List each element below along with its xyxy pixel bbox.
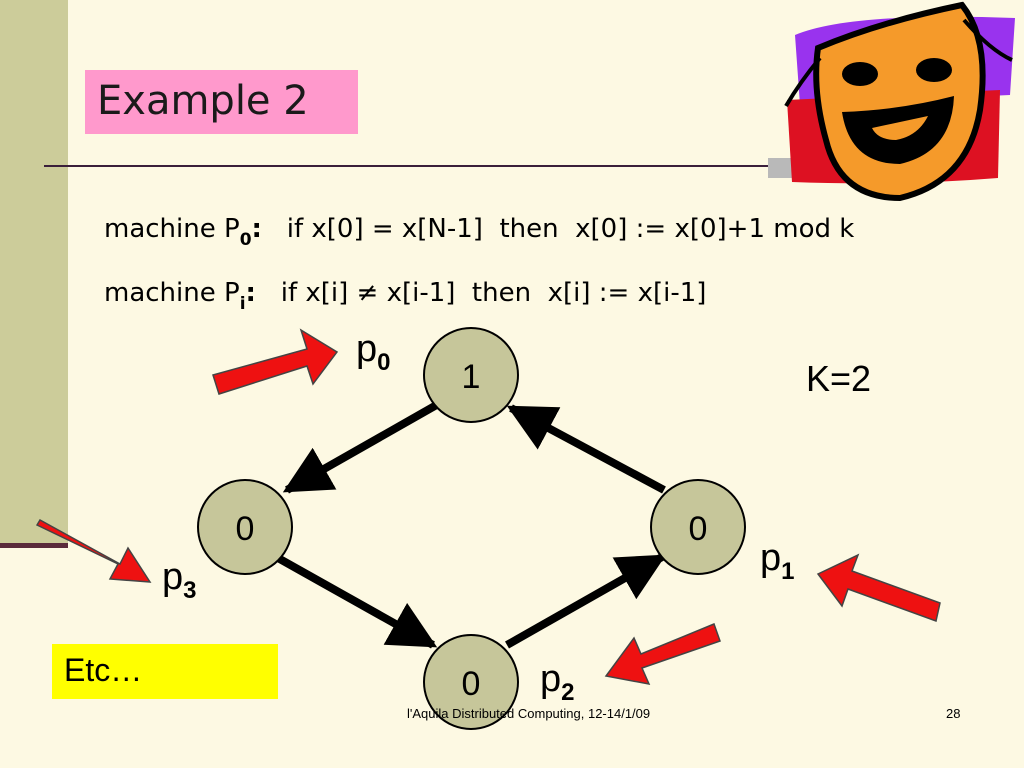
- label-p0: p0: [356, 328, 391, 376]
- etc-label: Etc…: [64, 652, 143, 688]
- title-box: [85, 70, 358, 134]
- code-line-p0-prefix: machine P: [104, 214, 240, 244]
- node-p0: 1: [423, 327, 519, 423]
- page-number: 28: [946, 706, 961, 721]
- label-p0-letter: p: [356, 328, 378, 370]
- red-arrow-p3: [35, 518, 152, 583]
- slide-title: Example 2: [97, 78, 309, 124]
- footer-text: l'Aquila Distributed Computing, 12-14/1/…: [407, 706, 651, 721]
- code-line-pi-rule: if x[i] ≠ x[i-1] then x[i] := x[i-1]: [255, 278, 707, 308]
- label-p1-subscript: 1: [781, 558, 795, 585]
- node-p3: 0: [197, 479, 293, 575]
- edge-p2-to-p1: [505, 553, 667, 649]
- node-p2: 0: [423, 634, 519, 730]
- red-arrow-p2: [604, 623, 721, 685]
- red-arrow-p0: [212, 328, 339, 395]
- node-p1: 0: [650, 479, 746, 575]
- label-p3: p3: [162, 556, 197, 604]
- label-p2: p2: [540, 658, 575, 706]
- label-p3-letter: p: [162, 556, 184, 598]
- code-line-pi-subscript: i: [239, 294, 246, 314]
- left-accent-rule: [0, 543, 68, 548]
- code-line-p0: machine P0: if x[0] = x[N-1] then x[0] :…: [104, 214, 855, 250]
- code-line-p0-rule: if x[0] = x[N-1] then x[0] := x[0]+1 mod…: [261, 214, 855, 244]
- label-p2-subscript: 2: [561, 679, 575, 706]
- red-arrow-p1: [816, 553, 941, 622]
- code-line-p0-subscript: 0: [239, 230, 252, 250]
- node-p0-value: 1: [462, 358, 481, 396]
- code-line-pi: machine Pi: if x[i] ≠ x[i-1] then x[i] :…: [104, 278, 707, 314]
- title-divider: [44, 165, 814, 167]
- label-p0-subscript: 0: [377, 349, 391, 376]
- k-value-label: K=2: [806, 358, 872, 399]
- node-p2-value: 0: [462, 665, 481, 703]
- label-p1-letter: p: [760, 537, 782, 579]
- code-line-p0-colon: :: [251, 214, 262, 244]
- code-line-pi-colon: :: [245, 278, 256, 308]
- label-p3-subscript: 3: [183, 577, 197, 604]
- label-p1: p1: [760, 537, 795, 585]
- etc-box: [52, 644, 278, 699]
- code-line-pi-prefix: machine P: [104, 278, 240, 308]
- left-accent-bar: [0, 0, 68, 544]
- label-p2-letter: p: [540, 658, 562, 700]
- edge-p3-to-p2: [276, 554, 438, 649]
- node-p1-value: 0: [689, 510, 708, 548]
- edge-p0-to-p3: [282, 399, 442, 494]
- edge-p1-to-p0: [506, 404, 666, 494]
- node-p3-value: 0: [236, 510, 255, 548]
